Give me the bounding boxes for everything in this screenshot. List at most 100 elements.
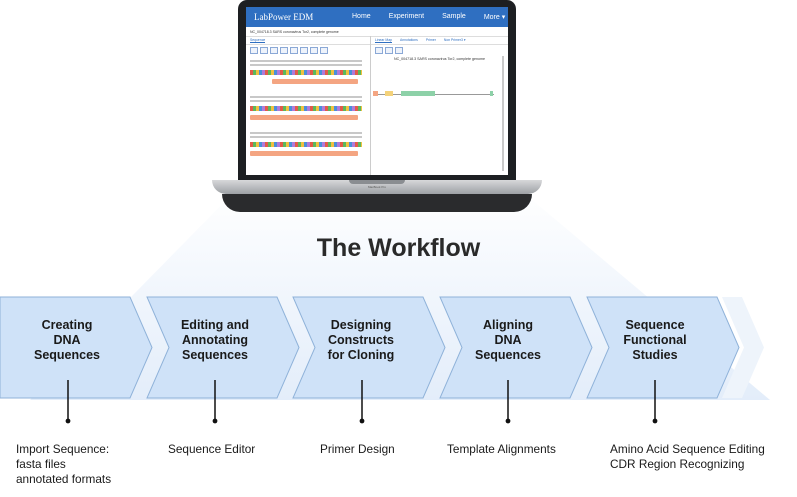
step-label-line: Studies bbox=[632, 348, 678, 362]
step-label-line: Constructs bbox=[328, 333, 394, 347]
tool-icon[interactable] bbox=[270, 47, 278, 54]
connector-dot bbox=[505, 418, 511, 424]
tools-primer-design: Primer Design bbox=[320, 442, 395, 457]
document-title: NC_004718.3 SARS coronavirus Tor2, compl… bbox=[246, 27, 508, 37]
app-nav: Home Experiment Sample More ▾ bbox=[352, 13, 505, 21]
tool-line: fasta files bbox=[16, 457, 66, 471]
map-title: NC_004718.3 SARS coronavirus Tor2, compl… bbox=[393, 57, 486, 61]
laptop-screen: LabPower EDM Home Experiment Sample More… bbox=[246, 7, 508, 175]
nucleotide-strip bbox=[250, 142, 362, 147]
step-label-line: for Cloning bbox=[327, 348, 395, 362]
tool-icon[interactable] bbox=[300, 47, 308, 54]
map-feature[interactable] bbox=[401, 91, 435, 96]
tool-icon[interactable] bbox=[320, 47, 328, 54]
sequence-text-row bbox=[250, 136, 362, 138]
tool-line: annotated formats bbox=[16, 472, 112, 486]
map-tabs: Linear Map Annotations Primer Non Primer… bbox=[371, 36, 508, 45]
step-editing-annotating: Editing and Annotating Sequences bbox=[150, 318, 280, 363]
step-label-line: Creating bbox=[41, 318, 93, 332]
nucleotide-strip bbox=[250, 106, 362, 111]
nav-experiment[interactable]: Experiment bbox=[388, 13, 425, 20]
diagram-title: The Workflow bbox=[316, 234, 481, 262]
tools-sequence-editor: Sequence Editor bbox=[168, 442, 255, 457]
laptop-bottom bbox=[222, 194, 532, 212]
step-label-line: Annotating bbox=[182, 333, 248, 347]
tool-icon[interactable] bbox=[250, 47, 258, 54]
map-feature[interactable] bbox=[385, 91, 393, 96]
connector-dot bbox=[652, 418, 658, 424]
laptop-notch bbox=[349, 180, 405, 184]
map-toolbar bbox=[371, 45, 508, 54]
workflow-chevron bbox=[292, 296, 446, 399]
tool-line: Amino Acid Sequence Editing bbox=[610, 442, 765, 456]
step-label-line: Sequences bbox=[181, 348, 248, 362]
connector-dot bbox=[65, 418, 71, 424]
tool-line: Primer Design bbox=[320, 442, 395, 456]
workflow-chevron bbox=[146, 296, 300, 399]
tool-line: Sequence Editor bbox=[168, 442, 256, 456]
feature-annotation bbox=[250, 115, 358, 120]
map-feature[interactable] bbox=[490, 91, 493, 96]
sequence-text-row bbox=[250, 132, 362, 134]
chevron-tail bbox=[722, 297, 764, 398]
step-label-line: Editing and bbox=[180, 318, 250, 332]
step-designing-constructs: Designing Constructs for Cloning bbox=[296, 318, 426, 363]
laptop-mockup: LabPower EDM Home Experiment Sample More… bbox=[212, 0, 542, 212]
connector-dot bbox=[359, 418, 365, 424]
nucleotide-strip bbox=[250, 70, 362, 75]
tab-linear-map[interactable]: Linear Map bbox=[375, 37, 392, 43]
step-functional-studies: Sequence Functional Studies bbox=[590, 318, 720, 363]
step-label-line: Designing bbox=[330, 318, 392, 332]
tool-icon[interactable] bbox=[395, 47, 403, 54]
editor-panes: Sequence bbox=[246, 36, 508, 175]
tools-functional-studies: Amino Acid Sequence Editing CDR Region R… bbox=[610, 442, 765, 472]
map-feature[interactable] bbox=[373, 91, 378, 96]
laptop-brand: MacBook Pro bbox=[367, 185, 386, 189]
tools-import-sequence: Import Sequence: fasta files annotated f… bbox=[16, 442, 111, 487]
feature-annotation bbox=[272, 79, 358, 84]
nav-sample[interactable]: Sample bbox=[442, 13, 466, 20]
step-label-line: Aligning bbox=[483, 318, 533, 332]
step-label-line: DNA bbox=[53, 333, 81, 347]
map-pane: Linear Map Annotations Primer Non Primer… bbox=[371, 36, 508, 175]
step-aligning-dna: Aligning DNA Sequences bbox=[443, 318, 573, 363]
connector-dot bbox=[212, 418, 218, 424]
workflow-chevron bbox=[586, 296, 740, 399]
step-creating-dna-sequences: Creating DNA Sequences bbox=[2, 318, 132, 363]
tool-icon[interactable] bbox=[260, 47, 268, 54]
tool-line: Template Alignments bbox=[447, 442, 556, 456]
nav-more[interactable]: More ▾ bbox=[483, 14, 506, 21]
sequence-tabs: Sequence bbox=[246, 36, 370, 45]
tab-non-primer3[interactable]: Non Primer3 ▾ bbox=[443, 38, 466, 42]
laptop-screen-bezel: LabPower EDM Home Experiment Sample More… bbox=[238, 0, 516, 180]
tool-line: CDR Region Recognizing bbox=[610, 457, 745, 471]
workflow-chevron bbox=[0, 296, 153, 399]
tab-primer[interactable]: Primer bbox=[425, 38, 436, 42]
tools-template-alignments: Template Alignments bbox=[447, 442, 556, 457]
step-label-line: Sequences bbox=[33, 348, 100, 362]
nav-home[interactable]: Home bbox=[352, 13, 371, 20]
sequence-text-row bbox=[250, 60, 362, 62]
tool-icon[interactable] bbox=[385, 47, 393, 54]
tool-icon[interactable] bbox=[310, 47, 318, 54]
tool-icon[interactable] bbox=[375, 47, 383, 54]
sequence-text-row bbox=[250, 96, 362, 98]
app-header: LabPower EDM Home Experiment Sample More… bbox=[246, 7, 508, 27]
app-logo: LabPower EDM bbox=[254, 12, 314, 22]
workflow-chevron bbox=[439, 296, 593, 399]
map-scrollbar[interactable] bbox=[502, 56, 504, 171]
genome-line bbox=[377, 94, 494, 95]
sequence-text-row bbox=[250, 64, 362, 66]
tab-annotations[interactable]: Annotations bbox=[399, 38, 418, 42]
feature-annotation bbox=[250, 151, 358, 156]
tool-icon[interactable] bbox=[280, 47, 288, 54]
sequence-text-row bbox=[250, 100, 362, 102]
tool-icon[interactable] bbox=[290, 47, 298, 54]
step-label-line: Functional bbox=[623, 333, 687, 347]
tool-line: Import Sequence: bbox=[16, 442, 110, 456]
step-label-line: Sequence bbox=[625, 318, 685, 332]
tab-sequence[interactable]: Sequence bbox=[250, 37, 266, 43]
laptop-base: MacBook Pro bbox=[212, 180, 542, 194]
